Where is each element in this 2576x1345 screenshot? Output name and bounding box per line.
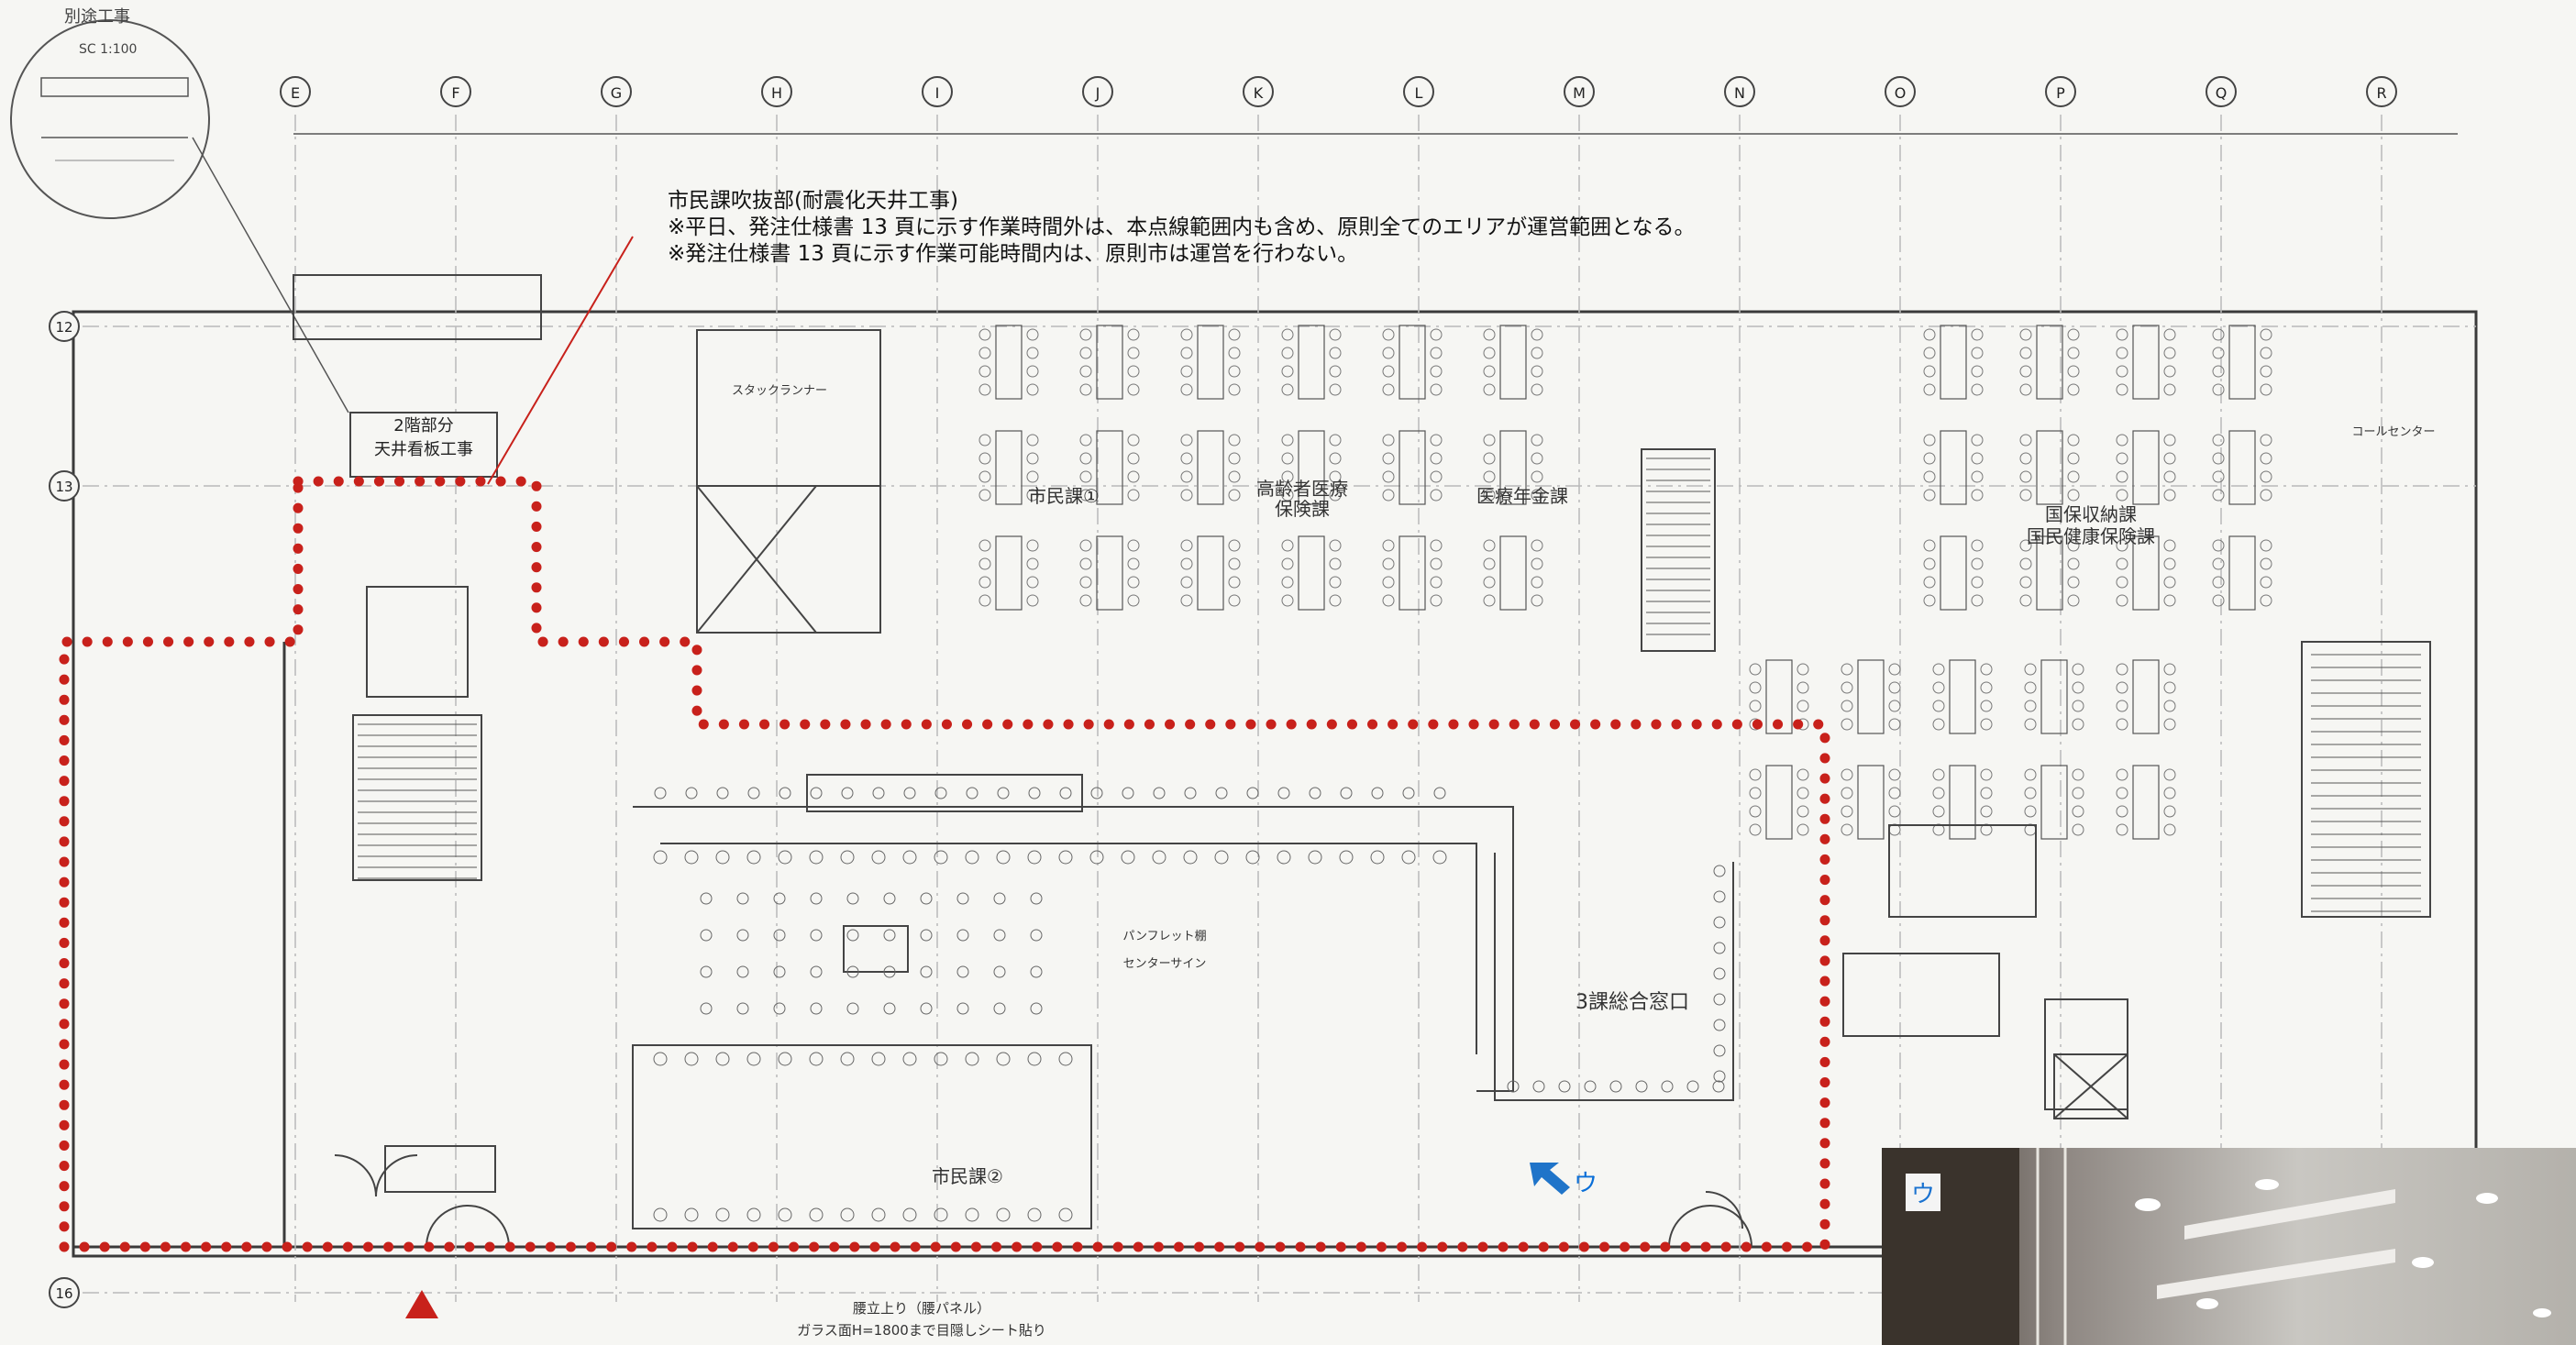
annotation-leader [487, 236, 634, 485]
left-stairwell [352, 586, 482, 881]
site-photo: ウ [1882, 1148, 2576, 1345]
entrance-marker [405, 1290, 438, 1318]
zone-koureisha-2: 保険課 [1275, 498, 1330, 520]
grid-col-I: I [922, 76, 953, 107]
grid-row-13: 13 [49, 470, 80, 502]
grid-col-label: M [1573, 84, 1586, 102]
column-grid-labels: E F G H I J K L M N O P Q R [280, 76, 2397, 107]
grid-row-16: 16 [49, 1277, 80, 1308]
grid-col-P: P [2045, 76, 2076, 107]
zone-shiminka2: 市民課② [932, 1165, 1003, 1187]
grid-col-O: O [1885, 76, 1916, 107]
grid-row-label: 16 [55, 1285, 72, 1302]
bottom-note-2: ガラス面H=1800まで目隠しシート貼り [797, 1322, 1046, 1339]
detail-title: 別途工事 [64, 7, 130, 27]
grid-col-label: F [451, 84, 459, 102]
chairs [978, 328, 2272, 836]
work-area-boundary [59, 476, 1830, 1252]
zone-madoguchi: 3課総合窓口 [1575, 991, 1689, 1014]
zone-pamphlet: パンフレット棚 [1122, 930, 1206, 943]
detail-callout: 別途工事 SC 1:100 [10, 7, 349, 413]
annotation-box: 市民課吹抜部(耐震化天井工事) ※平日、発注仕様書 13 頁に示す作業時間外は、… [668, 188, 1695, 268]
grid-col-label: H [771, 84, 782, 102]
viewpoint-arrow [1530, 1163, 1570, 1195]
zone-kokuho-2: 国民健康保険課 [2027, 525, 2155, 547]
zone-center-sign: センターサイン [1123, 957, 1207, 971]
viewpoint-label: ウ [1574, 1170, 1598, 1197]
grid-col-M: M [1564, 76, 1595, 107]
north-stair-area [293, 274, 542, 478]
grid-col-Q: Q [2206, 76, 2237, 107]
zone-shiminka1: 市民課① [1028, 485, 1100, 507]
east-core [1641, 448, 2431, 1119]
zone-labels: 市民課① 高齢者医療 保険課 医療年金課 国保収納課 国民健康保険課 3課総合窓… [932, 425, 2435, 1187]
grid-col-J: J [1082, 76, 1113, 107]
ceiling-sign-label-2: 天井看板工事 [374, 440, 473, 459]
photo-label: ウ [1906, 1174, 1941, 1211]
grid-col-F: F [440, 76, 471, 107]
zone-iryou: 医療年金課 [1476, 485, 1568, 507]
grid-col-R: R [2366, 76, 2397, 107]
grid-col-N: N [1724, 76, 1755, 107]
grid-col-label: P [2056, 84, 2065, 102]
zone-koureisha-1: 高齢者医療 [1256, 478, 1348, 500]
grid-row-label: 12 [55, 319, 72, 336]
grid-col-label: Q [2216, 84, 2228, 102]
annotation-title: 市民課吹抜部(耐震化天井工事) [668, 189, 958, 213]
stack-runner-room [696, 329, 881, 634]
row-grid-labels: 12 13 16 [49, 311, 80, 1308]
annotation-line1: ※平日、発注仕様書 13 頁に示す作業時間外は、本点線範囲内も含め、原則全てのエ… [668, 215, 1696, 239]
grid-col-label: I [935, 84, 940, 102]
grid-col-H: H [761, 76, 792, 107]
annotation-line2: ※発注仕様書 13 頁に示す作業可能時間内は、原則市は運営を行わない。 [668, 242, 1359, 266]
grid-col-label: R [2376, 84, 2386, 102]
grid-col-label: L [1415, 84, 1423, 102]
grid-col-label: N [1734, 84, 1745, 102]
photo-illustration [1882, 1148, 2576, 1345]
grid-col-G: G [601, 76, 632, 107]
bottom-note-1: 腰立上り（腰パネル） [853, 1300, 990, 1317]
zone-kokuho-1: 国保収納課 [2045, 503, 2137, 525]
grid-col-label: K [1254, 84, 1264, 102]
grid-col-label: E [291, 84, 300, 102]
grid-col-E: E [280, 76, 311, 107]
grid-col-K: K [1243, 76, 1274, 107]
grid-col-L: L [1403, 76, 1434, 107]
grid-col-label: J [1095, 84, 1100, 102]
service-counters [632, 774, 2037, 1229]
grid-col-label: O [1895, 84, 1907, 102]
desk-clusters [995, 325, 2256, 840]
grid-col-label: G [611, 84, 622, 102]
grid-row-12: 12 [49, 311, 80, 342]
entrance-doors [334, 1145, 1752, 1248]
ceiling-sign-label-1: 2階部分 [393, 416, 453, 435]
detail-scale: SC 1:100 [79, 42, 137, 57]
stack-runner-label: スタックランナー [732, 384, 827, 398]
zone-callcenter: コールセンター [2351, 425, 2435, 439]
grid-row-label: 13 [55, 479, 72, 495]
